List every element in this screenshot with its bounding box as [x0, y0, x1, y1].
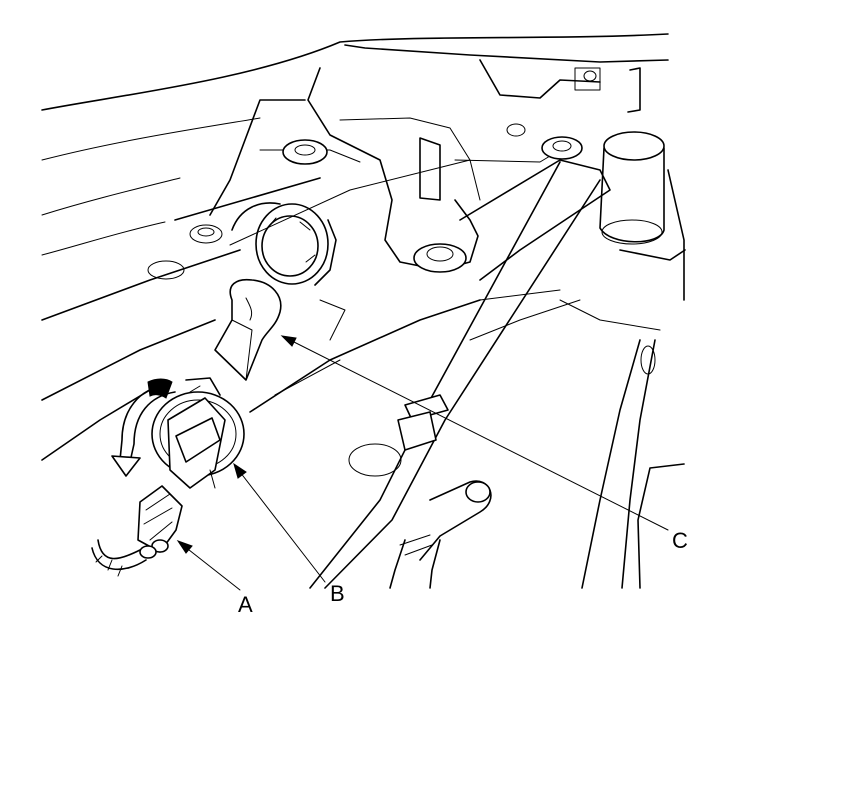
counterclockwise-rotation-arrow-icon [111, 378, 176, 477]
strut-post [599, 131, 665, 245]
upper-bracket [209, 44, 669, 271]
lower-components [348, 443, 492, 589]
right-panel [469, 169, 686, 589]
cross-members [41, 159, 611, 589]
bulb-socket-opening [231, 202, 346, 341]
callout-label-c: C [672, 528, 688, 553]
connector [91, 485, 183, 577]
bulb [214, 278, 282, 381]
removed-socket [151, 377, 245, 489]
hood-edge [41, 33, 669, 256]
callout-label-b: B [330, 581, 345, 606]
leader-lines [176, 335, 669, 591]
mounting-bolts [147, 136, 583, 280]
callout-label-a: A [238, 592, 253, 617]
